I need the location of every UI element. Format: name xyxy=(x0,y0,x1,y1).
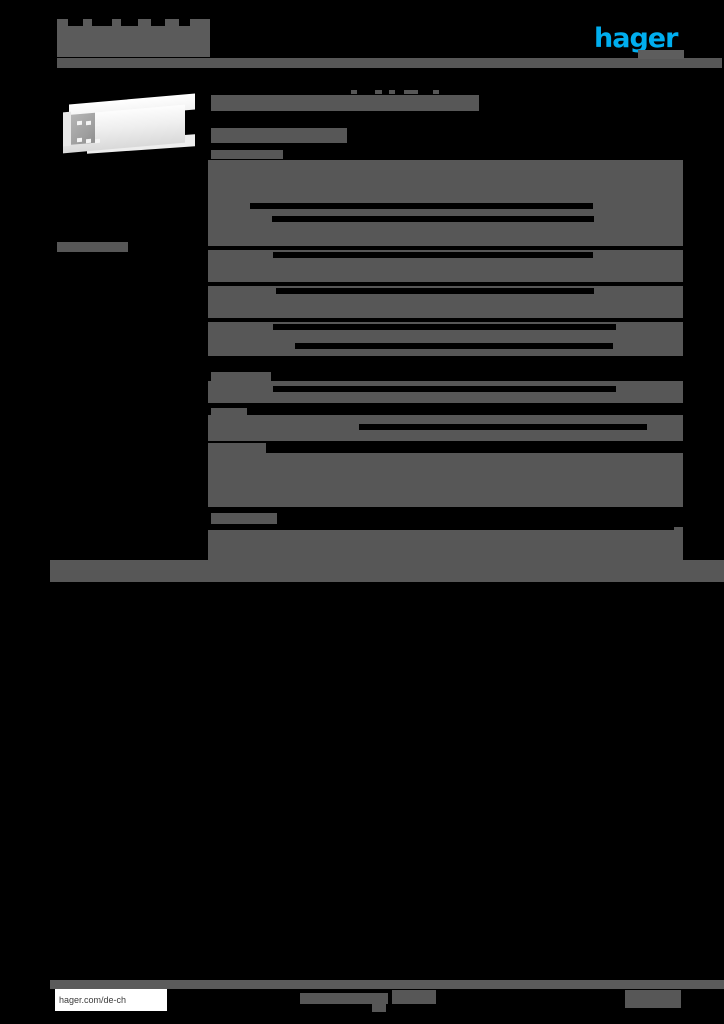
footer-center-redaction-3 xyxy=(372,1004,386,1012)
section-3-heading-redaction xyxy=(211,408,247,417)
left-column-caption-redaction xyxy=(57,242,128,252)
section-3-body-block-3 xyxy=(208,459,683,507)
header-rule xyxy=(57,58,722,68)
section-2-heading-redaction xyxy=(211,372,271,381)
section-2-body-block xyxy=(208,381,683,403)
footer-center-redaction xyxy=(300,993,388,1004)
footer-center-redaction-2 xyxy=(392,990,436,1004)
section-1-heading-redaction xyxy=(211,150,283,159)
page-header: hager xyxy=(0,0,724,80)
footer-url-text: hager.com/de-ch xyxy=(59,995,127,1005)
footer-rule xyxy=(50,980,724,989)
section-4-heading-redaction xyxy=(211,513,277,524)
content-bottom-bar xyxy=(50,560,724,582)
product-subtitle-redaction xyxy=(211,128,347,143)
hager-logo: hager xyxy=(594,23,678,54)
section-4-body-block xyxy=(208,530,683,564)
product-duct-lip xyxy=(63,111,71,147)
product-image xyxy=(57,88,200,156)
logo-underline-redaction xyxy=(638,50,684,59)
section-4-side-mark xyxy=(674,527,683,537)
footer-url-link[interactable]: hager.com/de-ch xyxy=(55,989,167,1011)
footer-right-redaction xyxy=(625,990,681,1008)
page-footer xyxy=(0,980,724,1024)
